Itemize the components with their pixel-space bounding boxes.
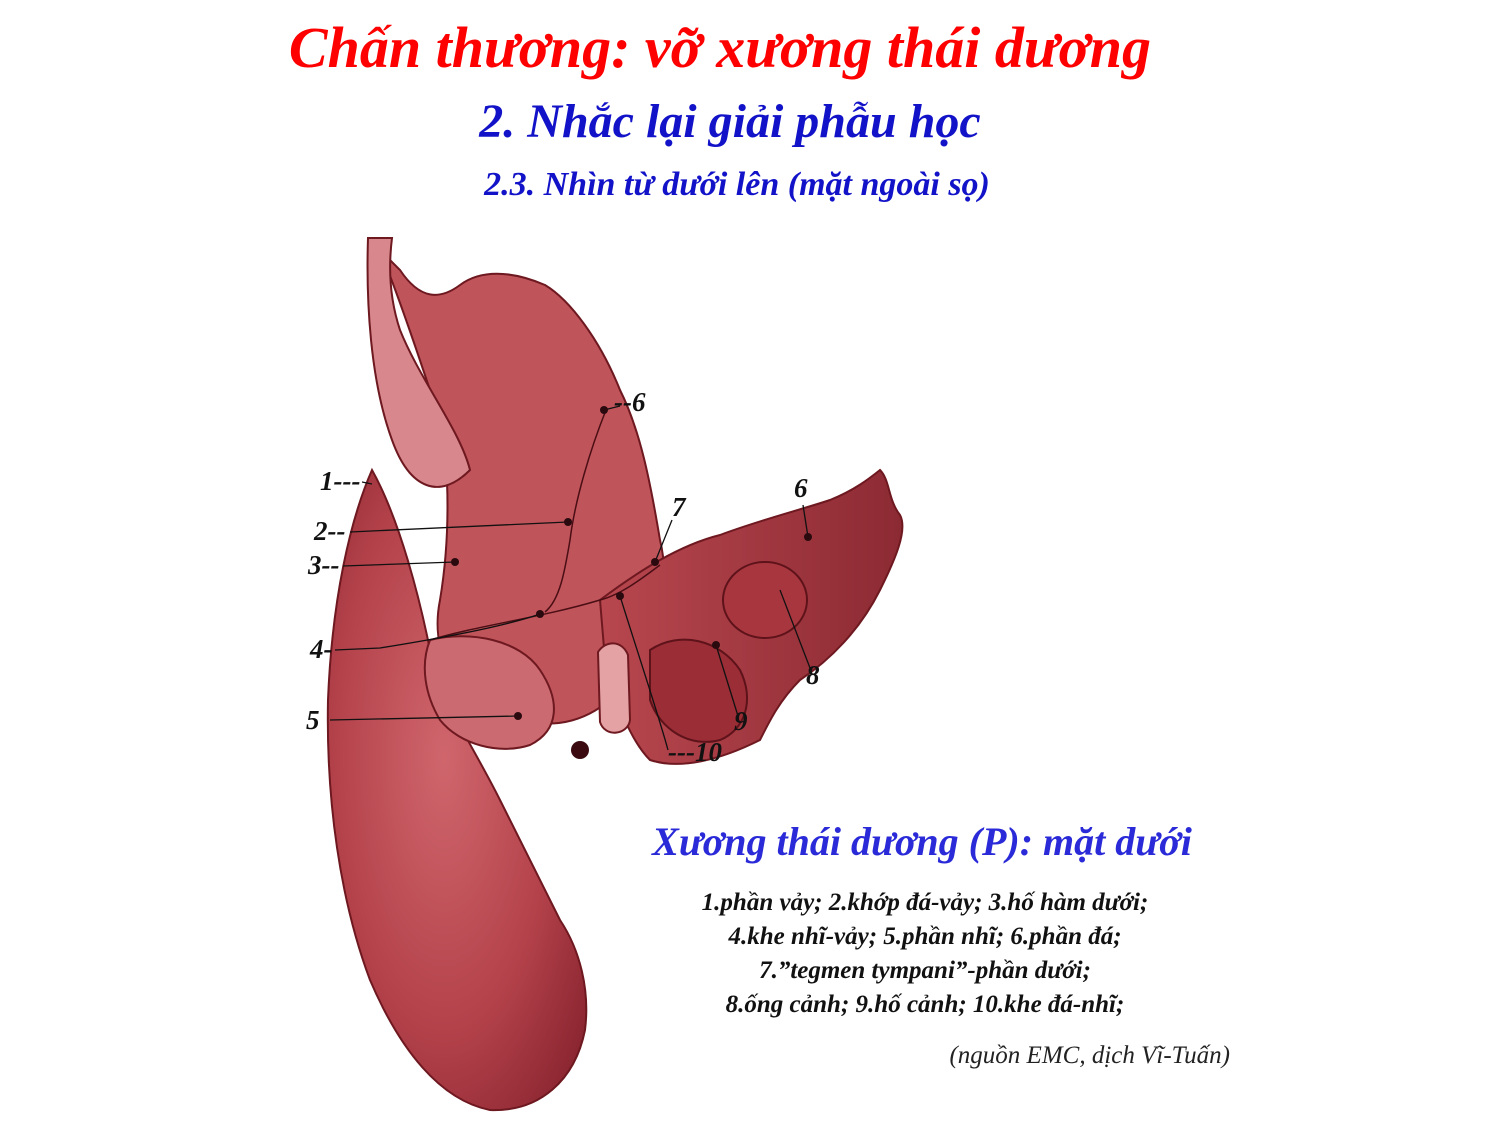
petrosquamous-fissure-line: [544, 409, 607, 613]
label-4: 4-: [309, 634, 333, 664]
section-heading: 2. Nhắc lại giải phẫu học: [479, 95, 981, 148]
stylomastoid-foramen-shape: [571, 741, 589, 759]
figure-legend: 1.phần vảy; 2.khớp đá-vảy; 3.hố hàm dưới…: [620, 886, 1230, 1022]
leader-dots: [451, 406, 812, 720]
label-10: ---10: [668, 737, 722, 767]
legend-line: 8.ống cảnh; 9.hố cảnh; 10.khe đá-nhĩ;: [725, 991, 1125, 1018]
zygomatic-process-shape: [366, 237, 472, 488]
carotid-canal-shape: [722, 561, 808, 639]
label-6-squamous: --6: [614, 387, 646, 417]
tympanosquamous-fissure-line: [429, 564, 661, 641]
legend-line: 7.”tegmen tympani”-phần dưới;: [759, 957, 1091, 984]
label-1: 1---: [320, 466, 360, 496]
label-7: 7: [672, 492, 687, 522]
label-2: 2--: [313, 516, 345, 546]
source-credit: (nguồn EMC, dịch Vĩ-Tuấn): [949, 1042, 1230, 1069]
label-6-petrous: 6: [794, 473, 808, 503]
label-8: 8: [806, 660, 820, 690]
slide-title: Chấn thương: vỡ xương thái dương: [288, 15, 1152, 80]
label-3: 3--: [307, 550, 339, 580]
subsection-heading: 2.3. Nhìn từ dưới lên (mặt ngoài sọ): [484, 166, 990, 203]
figure-caption-title: Xương thái dương (P): mặt dưới: [652, 819, 1192, 864]
label-9: 9: [734, 706, 748, 736]
leader-lines: [329, 405, 811, 751]
styloid-process-shape: [596, 642, 632, 734]
tympanic-part-shape: [423, 635, 555, 750]
label-5: 5: [306, 705, 320, 735]
legend-line: 1.phần vảy; 2.khớp đá-vảy; 3.hố hàm dưới…: [701, 889, 1149, 916]
legend-line: 4.khe nhĩ-vảy; 5.phần nhĩ; 6.phần đá;: [728, 923, 1122, 950]
